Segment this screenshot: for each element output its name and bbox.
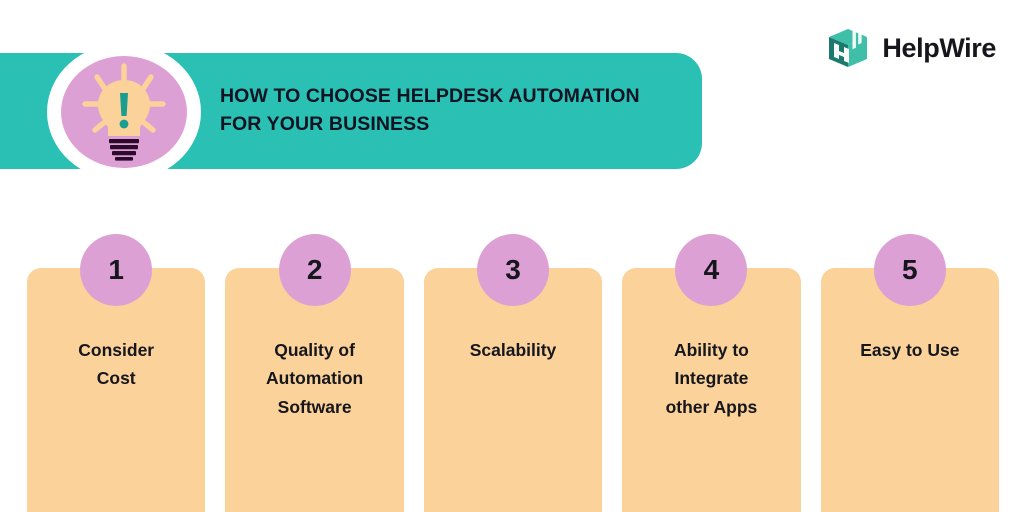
page-title: HOW TO CHOOSE HELPDESK AUTOMATION FOR YO… — [220, 85, 640, 136]
step-card-2[interactable]: 2 Quality of Automation Software — [225, 234, 404, 512]
steps-row: 1 Consider Cost 2 Quality of Automation … — [27, 234, 1000, 512]
step-card-4[interactable]: 4 Ability to Integrate other Apps — [622, 234, 801, 512]
step-number-badge: 1 — [80, 234, 153, 306]
brand-name: HelpWire — [882, 32, 996, 63]
lightbulb-badge — [47, 43, 201, 181]
step-card-3[interactable]: 3 Scalability — [423, 234, 603, 512]
step-number-badge: 2 — [278, 234, 351, 306]
step-label: Quality of Automation Software — [266, 340, 364, 417]
step-label: Consider Cost — [78, 340, 155, 389]
step-label: Ability to Integrate other Apps — [665, 340, 758, 417]
step-label: Scalability — [469, 340, 557, 360]
step-card-5[interactable]: 5 Easy to Use — [820, 234, 1000, 512]
brand-logo: HelpWire — [826, 26, 996, 70]
step-card-1[interactable]: 1 Consider Cost — [27, 234, 206, 512]
cube-logo-icon — [826, 26, 870, 70]
step-number-badge: 3 — [477, 234, 550, 306]
step-number-badge: 5 — [873, 234, 946, 306]
step-label: Easy to Use — [860, 340, 960, 360]
step-number-badge: 4 — [675, 234, 748, 306]
